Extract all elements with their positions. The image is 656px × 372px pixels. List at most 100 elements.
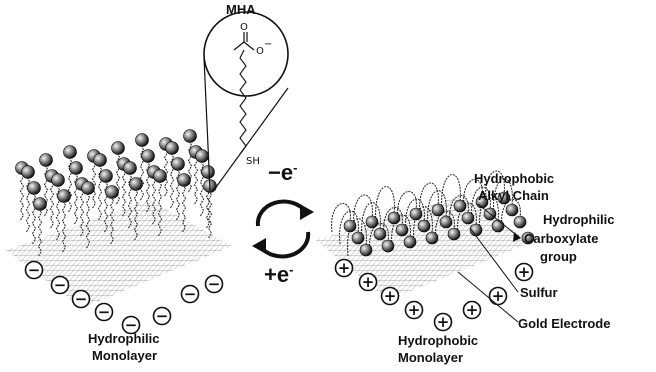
carboxylate-headgroup [506, 204, 518, 216]
carboxylate-label-2: Carboxylate [524, 231, 598, 246]
left-monolayer [6, 130, 232, 309]
carboxylate-headgroup [388, 212, 400, 224]
carboxylate-headgroup [196, 150, 209, 163]
left-state-label-2: Monolayer [92, 348, 157, 363]
carboxylate-headgroup [374, 228, 386, 240]
mha-title: MHA [226, 2, 256, 17]
carboxylate-headgroup [100, 170, 113, 183]
svg-text:+: + [466, 301, 479, 319]
carboxylate-headgroup [28, 182, 41, 195]
svg-text:+: + [518, 263, 531, 281]
carboxylate-headgroup [94, 154, 107, 167]
svg-text:−: − [54, 276, 67, 294]
oxidation-label: −e- [268, 160, 297, 185]
carboxylate-headgroup [418, 220, 430, 232]
carboxylate-headgroup [514, 216, 526, 228]
positive-charge: + [406, 301, 423, 319]
carboxylate-headgroup [178, 174, 191, 187]
carboxylate-headgroup [166, 142, 179, 155]
carboxylate-headgroup [382, 240, 394, 252]
carboxylate-headgroup [492, 220, 504, 232]
carboxylate-headgroup [396, 224, 408, 236]
alkyl-chain-label-1: Hydrophobic [474, 171, 554, 186]
carboxylate-headgroup [432, 204, 444, 216]
right-state-label-1: Hydrophobic [398, 333, 478, 348]
svg-text:+: + [362, 273, 375, 291]
carboxylate-headgroup [360, 244, 372, 256]
carboxylate-headgroup [410, 208, 422, 220]
left-carboxylate-headgroups [16, 130, 217, 211]
carboxylate-headgroup [440, 216, 452, 228]
reduction-label: +e- [264, 262, 293, 287]
negative-charge: − [154, 307, 171, 325]
positive-charge: + [382, 287, 399, 305]
positive-charge: + [490, 287, 507, 305]
carboxylate-headgroup [22, 166, 35, 179]
alkyl-chain [21, 172, 24, 220]
carboxylate-headgroup [154, 170, 167, 183]
carboxylate-headgroup [454, 200, 466, 212]
positive-charge: + [435, 313, 452, 331]
negative-charge: − [206, 275, 223, 293]
positive-charge: + [336, 259, 353, 277]
carboxylate-headgroup [136, 134, 149, 147]
alkyl-chain [195, 156, 198, 204]
redox-switch: −e- +e- [252, 160, 314, 287]
svg-text:+: + [408, 301, 421, 319]
gold-electrode-label: Gold Electrode [518, 316, 610, 331]
alkyl-chain [51, 180, 54, 228]
carboxylate-headgroup [426, 232, 438, 244]
carboxylate-headgroup [344, 220, 356, 232]
cycle-arrow-top [258, 201, 306, 226]
oxygen-charge: − [264, 39, 272, 50]
carboxylate-headgroup [64, 146, 77, 159]
negative-charge: − [96, 303, 113, 321]
carboxylate-label-1: Hydrophilic [543, 212, 615, 227]
carboxylate-headgroup [404, 236, 416, 248]
carboxylate-headgroup [448, 228, 460, 240]
carboxylate-headgroup [352, 232, 364, 244]
negative-charge: − [52, 276, 69, 294]
carboxylate-headgroup [184, 130, 197, 143]
svg-text:+: + [437, 313, 450, 331]
carboxylate-headgroup [58, 190, 71, 203]
right-state-label-2: Monolayer [398, 350, 463, 365]
left-state-label-1: Hydrophilic [88, 331, 160, 346]
right-gold-electrode [316, 196, 532, 300]
alkyl-chain-label-2: Alkyl Chain [478, 188, 549, 203]
negative-charge: − [182, 285, 199, 303]
oxygen-atom-double: O [240, 22, 248, 33]
carboxylate-headgroup [202, 166, 215, 179]
carboxylate-label-3: group [540, 249, 577, 264]
carboxylate-headgroup [34, 198, 47, 211]
svg-text:−: − [75, 290, 88, 308]
positive-charge: + [360, 273, 377, 291]
carboxylate-headgroup [52, 174, 65, 187]
negative-charge: − [73, 290, 90, 308]
thiol-label: SH [246, 156, 260, 167]
carboxylate-headgroup [82, 182, 95, 195]
positive-charge: + [516, 263, 533, 281]
svg-text:+: + [384, 287, 397, 305]
negative-charge: − [26, 261, 43, 279]
svg-text:−: − [184, 285, 197, 303]
carboxylate-headgroup [142, 150, 155, 163]
carboxylate-headgroup [112, 142, 125, 155]
svg-text:−: − [98, 303, 111, 321]
positive-charge: + [464, 301, 481, 319]
sulfur-label: Sulfur [520, 285, 558, 300]
carboxylate-headgroup [124, 162, 137, 175]
svg-text:−: − [208, 275, 221, 293]
svg-text:+: + [338, 259, 351, 277]
svg-text:−: − [156, 307, 169, 325]
cycle-arrow-bottom [260, 232, 308, 257]
carboxylate-headgroup [366, 216, 378, 228]
oxygen-atom-single: O [256, 46, 264, 57]
carboxylate-headgroup [106, 186, 119, 199]
carboxylate-headgroup [40, 154, 53, 167]
carboxylate-headgroup [462, 212, 474, 224]
carboxylate-headgroup [70, 162, 83, 175]
carboxylate-headgroup [172, 158, 185, 171]
carboxylate-headgroup [130, 178, 143, 191]
